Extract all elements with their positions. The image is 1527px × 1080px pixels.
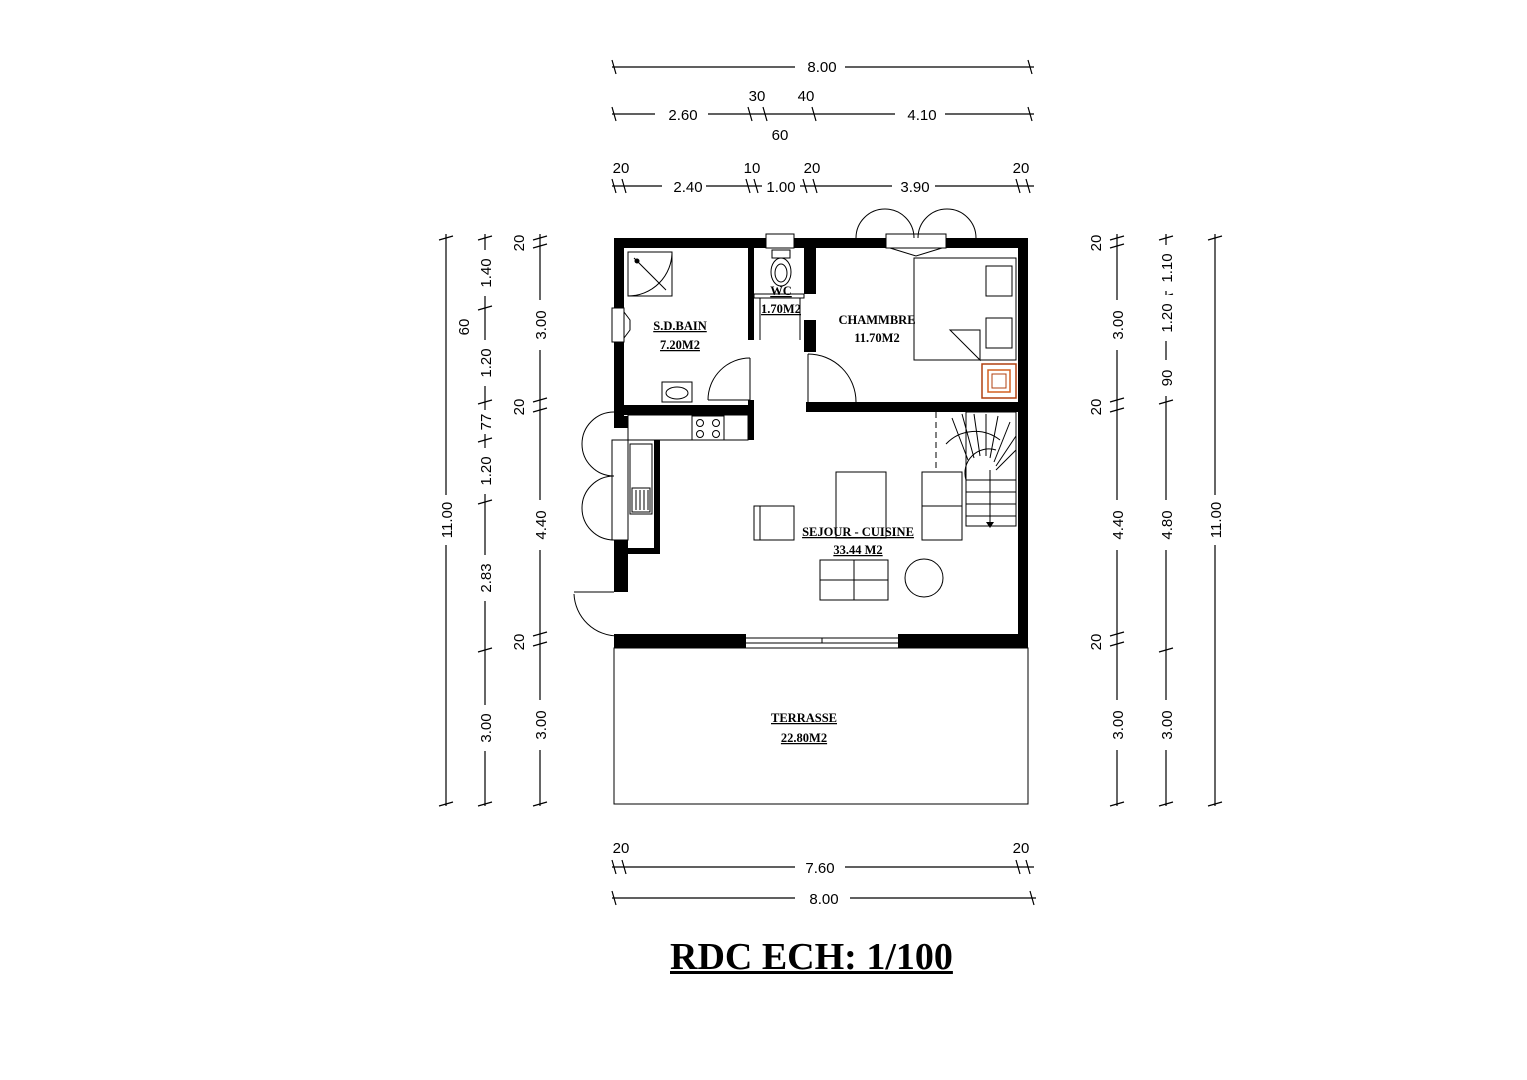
plan-title: RDC ECH: 1/100	[670, 936, 953, 978]
bed	[913, 257, 1017, 361]
dim-bottom-total: 8.00	[809, 891, 838, 908]
room-area-sdbain: 7.20M2	[660, 338, 700, 352]
dim-left-20-b: 20	[511, 399, 528, 416]
stove	[691, 415, 725, 441]
round-table	[904, 558, 944, 598]
kitchen-window-top	[581, 411, 615, 477]
room-name-sdbain: S.D.BAIN	[653, 319, 707, 333]
room-name-wc: WC	[770, 284, 792, 298]
room-area-wc: 1.70M2	[761, 302, 801, 316]
right-dimensions: 20 3.00 20 4.40 20 3.00 1.10 1.20 90 4.8…	[1088, 234, 1225, 807]
top-dimensions: 8.00 2.60 30 40 60 4.10 20 2.40 10 1.00 …	[611, 59, 1034, 196]
dim-top-20-c: 20	[1013, 160, 1030, 177]
dim-right-20-c: 20	[1088, 634, 1105, 651]
chambre-window-right	[917, 208, 977, 239]
dim-top-total: 8.00	[807, 59, 836, 76]
dim-top-4-10: 4.10	[907, 107, 936, 124]
fixtures	[573, 208, 1029, 805]
dim-left-1-20-a: 1.20	[478, 348, 495, 377]
dim-top-20-a: 20	[613, 160, 630, 177]
dim-left-11-00: 11.00	[439, 502, 456, 538]
dim-bottom-7-60: 7.60	[805, 860, 834, 877]
bath-door	[707, 357, 751, 401]
dim-left-3-00-c: 3.00	[533, 710, 550, 739]
dim-right-3-00-a: 3.00	[1110, 310, 1127, 339]
dim-right-4-80: 4.80	[1159, 510, 1176, 539]
room-area-sejour: 33.44 M2	[833, 543, 882, 557]
dim-right-11-00: 11.00	[1208, 502, 1225, 538]
dim-top-10: 10	[744, 160, 761, 177]
dim-left-1-20-b: 1.20	[478, 456, 495, 485]
dim-top-20-b: 20	[804, 160, 821, 177]
dim-left-20-c: 20	[511, 634, 528, 651]
dim-right-90: 90	[1159, 370, 1176, 387]
walls	[614, 238, 1028, 648]
dim-bottom-20-b: 20	[1013, 840, 1030, 857]
kitchen-sink	[629, 443, 653, 515]
dim-left-3-00-b: 3.00	[533, 310, 550, 339]
armchair-left	[753, 505, 795, 541]
dim-right-3-00-c: 3.00	[1159, 710, 1176, 739]
dim-right-4-40: 4.40	[1110, 510, 1127, 539]
dim-top-40: 40	[798, 88, 815, 105]
wardrobe	[981, 363, 1017, 399]
room-labels: S.D.BAIN 7.20M2 WC 1.70M2 CHAMMBRE 11.70…	[653, 284, 915, 745]
dim-left-1-40: 1.40	[478, 258, 495, 287]
kitchen-window-bottom	[581, 475, 615, 541]
dim-left-20-a: 20	[511, 235, 528, 252]
entry-door	[573, 593, 619, 637]
dim-right-1-20: 1.20	[1159, 303, 1176, 332]
dim-right-20-a: 20	[1088, 235, 1105, 252]
dim-left-77: 77	[478, 414, 495, 431]
dim-top-30: 30	[749, 88, 766, 105]
toilet	[771, 249, 791, 259]
chambre-door	[807, 353, 857, 403]
washbasin	[661, 381, 693, 403]
bottom-dimensions: 20 7.60 20 8.00	[611, 840, 1036, 908]
room-name-terrasse: TERRASSE	[771, 711, 837, 725]
dim-left-4-40: 4.40	[533, 510, 550, 539]
room-name-chambre: CHAMMBRE	[838, 313, 915, 327]
dim-top-1-00: 1.00	[766, 179, 795, 196]
dim-top-3-90: 3.90	[900, 179, 929, 196]
dim-left-2-83: 2.83	[478, 563, 495, 592]
dim-left-60: 60	[456, 319, 473, 336]
dim-right-1-10: 1.10	[1159, 253, 1176, 282]
dim-top-2-40: 2.40	[673, 179, 702, 196]
room-name-sejour: SEJOUR - CUISINE	[802, 525, 914, 539]
shower-tray	[627, 251, 673, 297]
room-area-terrasse: 22.80M2	[781, 731, 827, 745]
dim-bottom-20-a: 20	[613, 840, 630, 857]
staircase	[935, 411, 1017, 528]
chambre-window-left	[855, 208, 915, 239]
left-dimensions: 11.00 1.40 60 1.20 77 1.20 2.83 3.00	[438, 234, 550, 807]
dining-table	[835, 471, 887, 539]
terrasse-slab	[613, 647, 1029, 805]
dim-top-2-60: 2.60	[668, 107, 697, 124]
dim-right-3-00-b: 3.00	[1110, 710, 1127, 739]
dim-top-60: 60	[772, 127, 789, 144]
dim-right-20-b: 20	[1088, 399, 1105, 416]
dim-left-3-00-a: 3.00	[478, 713, 495, 742]
room-area-chambre: 11.70M2	[854, 331, 899, 345]
